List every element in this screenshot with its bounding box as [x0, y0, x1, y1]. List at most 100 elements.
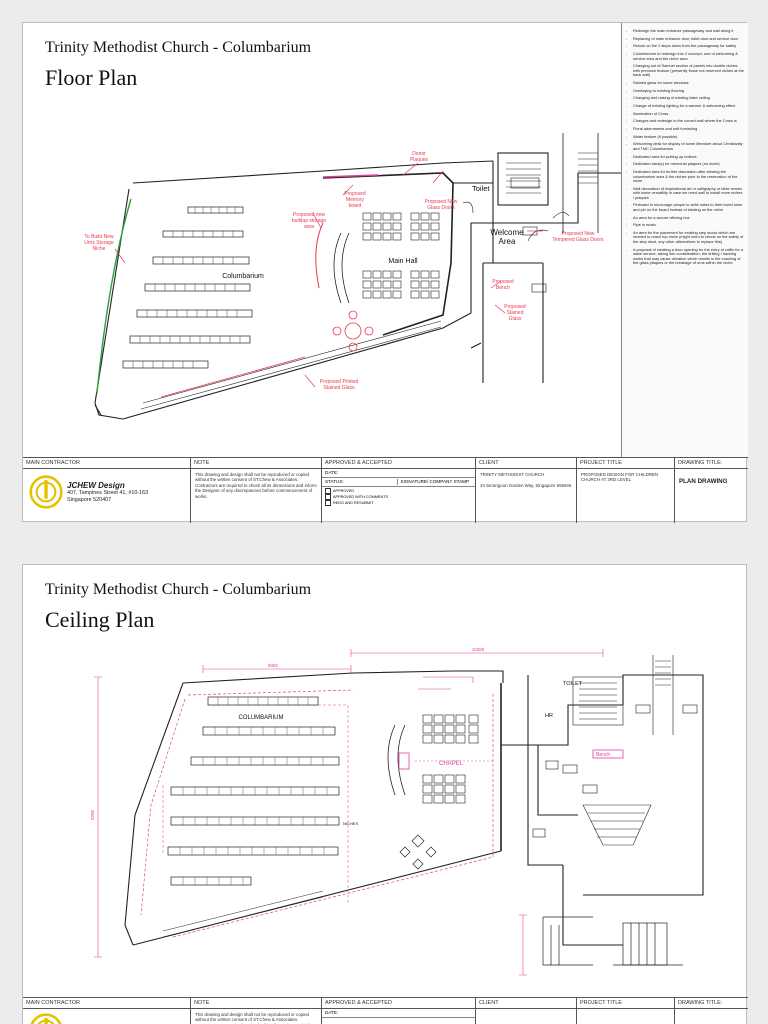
checkbox-approved[interactable]: APPROVED: [325, 488, 472, 494]
signature-label: SIGNATURE/ COMPANY STAMP: [396, 479, 473, 485]
client-address: 34 Serangoon Garden Way, Singapore 55594…: [480, 483, 572, 489]
design-note-item: Water feature (if possible): [626, 134, 744, 140]
note-text: This drawing and design shall not be rep…: [195, 472, 317, 499]
drawing-title-header-2: DRAWING TITLE:: [675, 998, 748, 1009]
main-contractor-header: MAIN CONTRACTOR: [23, 458, 190, 469]
niche-rows: [122, 206, 253, 369]
design-note-item: Wall decoration of inspirational art or …: [626, 186, 744, 201]
memory-board-line: [322, 174, 379, 178]
client-cell: CLIENT TRINITY METHODIST CHURCH 34 Seran…: [476, 458, 577, 523]
project-title-header-2: PROJECT TITLE: [577, 998, 674, 1009]
main-contractor-cell-2: MAIN CONTRACTOR: [23, 998, 191, 1024]
design-notes-panel: Redesign the main entrance passageway an…: [621, 23, 748, 457]
design-note-item: Pipe in music: [626, 223, 744, 228]
drawing-title-header: DRAWING TITLE:: [675, 458, 748, 469]
note-text-2: This drawing and design shall not be rep…: [195, 1012, 317, 1024]
label-ceiling-bench: Bench: [596, 752, 610, 758]
floor-plan-sheet: Trinity Methodist Church - Columbarium F…: [22, 22, 748, 523]
design-note-item: Columbarium to redesign into 2 concept, …: [626, 51, 744, 61]
dim-top-left: 8082: [268, 663, 279, 668]
design-note-item: Changes and redesign to the curved wall …: [626, 119, 744, 124]
green-curved-wall: [96, 198, 132, 394]
design-note-item: Changing out of Samuel section of panels…: [626, 64, 744, 78]
note-header: NOTE: [191, 458, 321, 469]
design-note-item: Redesign the main entrance passageway an…: [626, 28, 744, 34]
approval-cell-2: APPROVED & ACCEPTED DATE:: [322, 998, 476, 1024]
approved-header-2: APPROVED & ACCEPTED: [322, 998, 475, 1009]
design-note-item: Welcoming desk for display of some liter…: [626, 142, 744, 151]
design-note-item: Floral adornments and soft furnishing: [626, 127, 744, 132]
company-name: JCHEW Design: [67, 481, 125, 491]
design-note-item: Dedicated area for putting up notices: [626, 154, 744, 160]
design-note-item: An area for the placement for existing s…: [626, 230, 744, 245]
chapel-chairs: [422, 714, 479, 804]
note-cell-2: NOTE This drawing and design shall not b…: [191, 998, 322, 1024]
client-cell-2: CLIENT: [476, 998, 577, 1024]
status-row: STATUS: SIGNATURE/ COMPANY STAMP: [322, 478, 475, 487]
main-contractor-header-2: MAIN CONTRACTOR: [23, 998, 190, 1009]
plan-title-2: Ceiling Plan: [45, 607, 155, 632]
approval-checkboxes: APPROVED APPROVED WITH COMMENTS REDO AND…: [322, 487, 475, 507]
company-address-2: Singapore 520407: [67, 496, 112, 503]
label-chapel: CHAPEL: [439, 761, 464, 767]
design-note-item: Changing and raising of existing false c…: [626, 96, 744, 101]
approved-header: APPROVED & ACCEPTED: [322, 458, 475, 469]
status-label: STATUS:: [325, 479, 344, 484]
printed-glass-line: [160, 356, 306, 398]
project-title: Trinity Methodist Church - Columbarium: [45, 39, 312, 56]
label-toilet: Toilet: [472, 184, 490, 193]
design-note-item: Replacing of main entrance door, toilet …: [626, 36, 744, 42]
note-cell: NOTE This drawing and design shall not b…: [191, 458, 322, 523]
chair-grid: [362, 212, 440, 299]
client-header-2: CLIENT: [476, 998, 576, 1009]
dimension-lines: [94, 649, 604, 976]
design-note-item: A proposal of creating a door opening fo…: [626, 247, 744, 266]
drawing-title-text: PLAN DRAWING: [679, 478, 728, 485]
design-note-item: Dedicated area(s) for memorial plaques (…: [626, 162, 744, 167]
title-block: MAIN CONTRACTOR JCHEW Design 407, Tampin…: [23, 457, 748, 523]
ceiling-niche-rows: [167, 696, 340, 886]
cross-light-fixture: [398, 752, 410, 770]
design-note-item: Pinboard to encourage people to write no…: [626, 203, 744, 212]
design-note-item: Overlaying to existing flooring: [626, 88, 744, 94]
bench-outline: [592, 749, 624, 759]
project-title-text: PROPOSED DESIGN FOR CHILDREN CHURCH AT 3…: [581, 472, 659, 483]
design-note-item: An area for a secure offering box: [626, 215, 744, 221]
main-contractor-cell: MAIN CONTRACTOR JCHEW Design 407, Tampin…: [23, 458, 191, 523]
client-name: TRINITY METHODIST CHURCH: [480, 472, 545, 477]
ceiling-plan-drawing: 8082 10280 9200: [90, 647, 704, 976]
design-note-item: Dedicated area for further discussion af…: [626, 169, 744, 184]
design-note-item: Change of existing lighting for a warmer…: [626, 103, 744, 109]
round-table: [332, 310, 374, 352]
checkbox-approved-comments[interactable]: APPROVED WITH COMMENTS: [325, 494, 472, 500]
design-note-item: Relook on the 2 steps down from the pass…: [626, 44, 744, 49]
dim-left: 9200: [90, 809, 95, 820]
elevation-details: [542, 916, 683, 966]
label-ceiling-columbarium: COLUMBARIUM: [238, 715, 283, 721]
jchew-logo-icon-2: [30, 1013, 62, 1024]
date-row-2: DATE:: [322, 1009, 475, 1018]
design-notes-list: Redesign the main entrance passageway an…: [626, 28, 744, 266]
checkbox-redo[interactable]: REDO AND RESUBMIT: [325, 500, 472, 506]
approval-cell: APPROVED & ACCEPTED DATE: STATUS: SIGNAT…: [322, 458, 476, 523]
date-row: DATE:: [322, 469, 475, 478]
client-header: CLIENT: [476, 458, 576, 469]
drawing-title-cell-2: DRAWING TITLE:: [675, 998, 748, 1024]
title-block-2: MAIN CONTRACTOR NOTE This drawing and de…: [23, 997, 748, 1024]
company-info: JCHEW Design 407, Tampines Street 41, #1…: [67, 481, 148, 503]
design-note-item: Illumination of Cross: [626, 111, 744, 117]
label-niches: NICHES: [343, 821, 358, 826]
label-hr: HR: [545, 713, 553, 719]
note-header-2: NOTE: [191, 998, 321, 1009]
stair-block: [532, 655, 698, 846]
buildup-storage-curve: [315, 222, 324, 289]
